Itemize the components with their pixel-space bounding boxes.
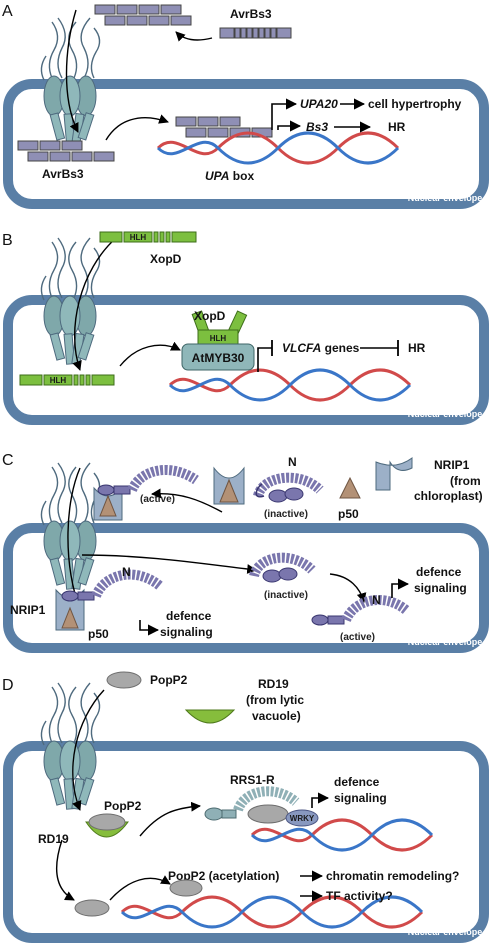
hr-label-a: HR [388, 120, 406, 134]
nrip1-label-cyto-l3: chloroplast) [414, 489, 483, 503]
panel-b-letter: B [2, 232, 13, 249]
upa20-gene-label: UPA20 [300, 97, 338, 111]
panel-b: B Nuclear envelope HLH XopD HLH [2, 231, 489, 425]
acetylation-label: PopP2 (acetylation) [168, 869, 279, 883]
hlh-label-complex: HLH [210, 334, 227, 343]
popp2-rd19-complex [85, 813, 129, 838]
envelope-label-b: Nuclear envelope [408, 409, 483, 419]
rd19-label-in: RD19 [38, 832, 69, 846]
wrky-label: WRKY [290, 814, 315, 823]
nuclear-pore-b [40, 237, 101, 365]
avrbs3-label-in: AvrBs3 [42, 167, 84, 181]
hlh-label-in: HLH [50, 376, 67, 385]
bs3-gene-label: Bs3 [306, 120, 328, 134]
panel-d-letter: D [2, 677, 14, 694]
inactive-label-nuc: (inactive) [264, 590, 308, 601]
chromatin-label: chromatin remodeling? [326, 869, 459, 883]
n-protein-inactive-nuc [249, 552, 316, 583]
popp2-protein-acetylated [169, 879, 203, 897]
import-arrow-a [65, 9, 79, 133]
nuclear-envelope-a [3, 79, 489, 209]
nuclear-envelope-b [3, 295, 489, 425]
hlh-label-out: HLH [130, 233, 147, 242]
p50-label-nuc: p50 [88, 627, 109, 641]
xopd-protein-in: HLH [19, 374, 115, 386]
nrip1-p50-n-complex-nuc [55, 569, 164, 631]
xopd-atmyb30-complex: HLH AtMYB30 [181, 310, 255, 371]
atmyb30-label: AtMYB30 [192, 351, 245, 365]
panel-a-letter: A [2, 3, 13, 20]
tf-activity-label: TF activity? [326, 889, 393, 903]
nuclear-envelope-c [3, 523, 489, 653]
defence-label-d: defence [334, 775, 380, 789]
xopd-label-in: XopD [194, 309, 226, 323]
upa-box-label: UPA box [205, 169, 254, 183]
n-label-right: N [372, 593, 381, 607]
dna-helix-d-bottom [120, 895, 424, 929]
rrs1r-label: RRS1-R [230, 773, 275, 787]
rrs1r-popp2-wrky-complex: WRKY [204, 786, 319, 827]
avrbs3-protein-in [17, 140, 115, 162]
nrip1-protein-cyto [375, 457, 413, 491]
signaling-label-d: signaling [334, 791, 387, 805]
avrbs3-label-out: AvrBs3 [230, 7, 272, 21]
panel-a: A Nuclear envelope AvrBs3 [2, 3, 489, 209]
dna-helix-b [168, 368, 412, 402]
import-arrow-d [72, 689, 105, 811]
vlcfa-genes-label: VLCFA genes [282, 341, 360, 355]
rd19-label-out-l2: (from lytic [246, 693, 304, 707]
popp2-label-in: PopP2 [104, 799, 142, 813]
envelope-label-c: Nuclear envelope [408, 637, 483, 647]
n-label-cyto: N [288, 455, 297, 469]
cell-hypertrophy-label: cell hypertrophy [368, 97, 462, 111]
signaling-label-right: signaling [414, 581, 467, 595]
panel-c: C Nuclear envelope (active) N (inactive) [2, 452, 489, 653]
nrip1-label-nuc: NRIP1 [10, 603, 46, 617]
dna-helix-d-top [250, 818, 434, 852]
rd19-label-out: RD19 [258, 677, 289, 691]
popp2-label-out: PopP2 [150, 673, 188, 687]
hr-label-b: HR [408, 341, 426, 355]
active-label-cyto: (active) [140, 494, 175, 505]
n-protein-active-nuc [311, 594, 410, 626]
panel-d: D Nuclear envelope PopP2 RD19 (from lyti… [2, 671, 489, 943]
envelope-label-d: Nuclear envelope [408, 927, 483, 937]
inactive-label-cyto: (inactive) [264, 509, 308, 520]
xopd-label-out: XopD [150, 252, 182, 266]
signaling-label-left: signaling [160, 625, 213, 639]
p50-protein-cyto [339, 476, 361, 499]
nuclear-pore-d [40, 682, 101, 810]
nrip1-p50-n-complex-cyto [93, 464, 199, 521]
defence-label-right: defence [416, 565, 462, 579]
nuclear-envelope-d [3, 741, 489, 943]
n-label-nuc: N [122, 565, 131, 579]
import-arrow-b [72, 237, 117, 371]
nuclear-pore-a [40, 17, 101, 145]
nrip1-p50-free [213, 466, 245, 505]
panel-c-letter: C [2, 452, 14, 469]
n-protein-inactive-cyto [253, 472, 324, 503]
rd19-protein-out [184, 709, 236, 724]
envelope-label-a: Nuclear envelope [408, 193, 483, 203]
nrip1-label-cyto: NRIP1 [434, 458, 470, 472]
popp2-protein-free-nuc [74, 899, 110, 917]
active-label-nuc: (active) [340, 632, 375, 643]
xopd-protein-out: HLH [99, 231, 197, 243]
avrbs3-protein-out-top [94, 4, 192, 26]
dna-helix-a [156, 131, 400, 165]
popp2-protein-out [106, 671, 142, 689]
rd19-label-out-l3: vacuole) [252, 709, 301, 723]
defence-label-left: defence [166, 609, 212, 623]
p50-label-cyto: p50 [338, 507, 359, 521]
nrip1-label-cyto-l2: (from [450, 474, 481, 488]
avrbs3-protein-out-right [219, 27, 292, 39]
